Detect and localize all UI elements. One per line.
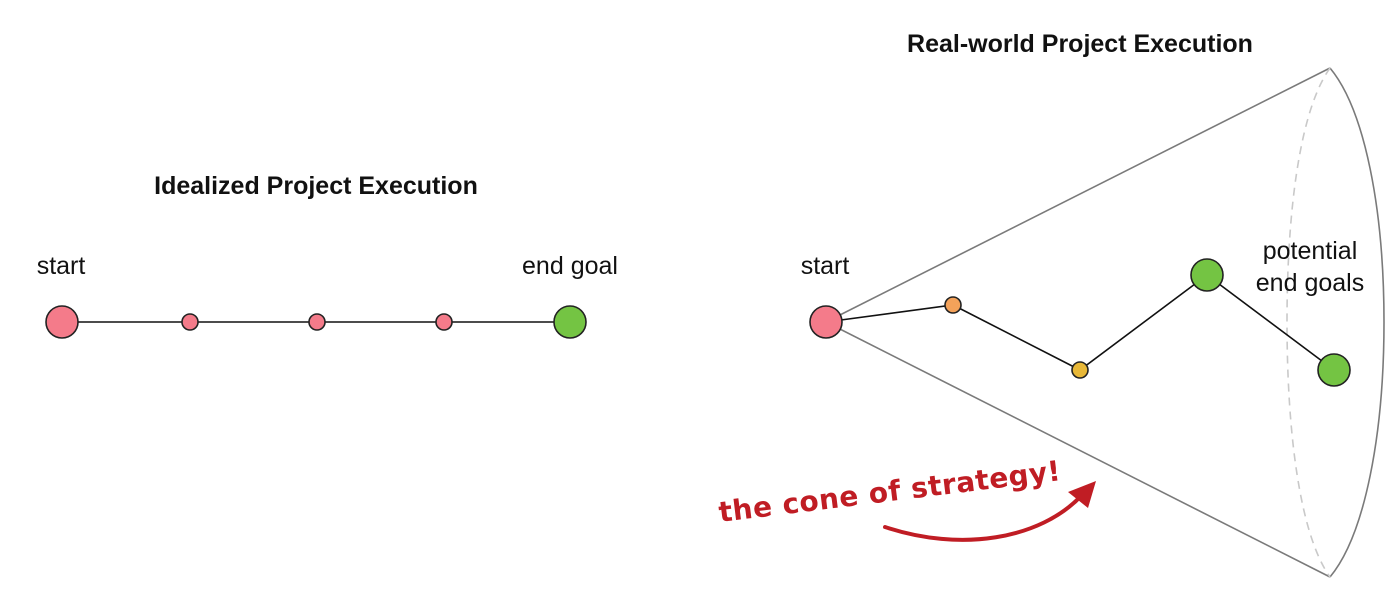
potential-goals-label-line1: potential — [1263, 237, 1358, 265]
idealized-panel: Idealized Project Execution start end go… — [37, 172, 618, 339]
cone-base-front-arc — [1329, 67, 1385, 578]
idealized-waypoint-3 — [435, 313, 453, 331]
annotation-arrowhead-icon — [1068, 481, 1096, 508]
potential-goals-label-line2: end goals — [1256, 269, 1364, 297]
idealized-title: Idealized Project Execution — [154, 172, 478, 200]
realworld-waypoint-1 — [944, 296, 962, 314]
realworld-waypoint-2 — [1071, 361, 1089, 379]
realworld-start-label: start — [801, 252, 850, 280]
idealized-end-node — [553, 305, 587, 339]
idealized-waypoint-1 — [181, 313, 199, 331]
potential-end-goal-1 — [1190, 258, 1224, 292]
idealized-start-node — [45, 305, 79, 339]
realworld-title: Real-world Project Execution — [907, 30, 1253, 58]
idealized-end-label: end goal — [522, 252, 618, 280]
cone-upper-edge — [825, 67, 1331, 323]
realworld-panel: Real-world Project Execution start poten… — [717, 30, 1385, 578]
cone-of-strategy-annotation: the cone of strategy! — [717, 454, 1063, 529]
idealized-start-label: start — [37, 252, 86, 280]
annotation-curved-arrow — [883, 493, 1084, 542]
potential-end-goal-2 — [1317, 353, 1351, 387]
idealized-waypoint-2 — [308, 313, 326, 331]
realworld-start-node — [809, 305, 843, 339]
cone-base-back-arc — [1286, 67, 1331, 578]
cone-lower-edge — [825, 321, 1331, 578]
